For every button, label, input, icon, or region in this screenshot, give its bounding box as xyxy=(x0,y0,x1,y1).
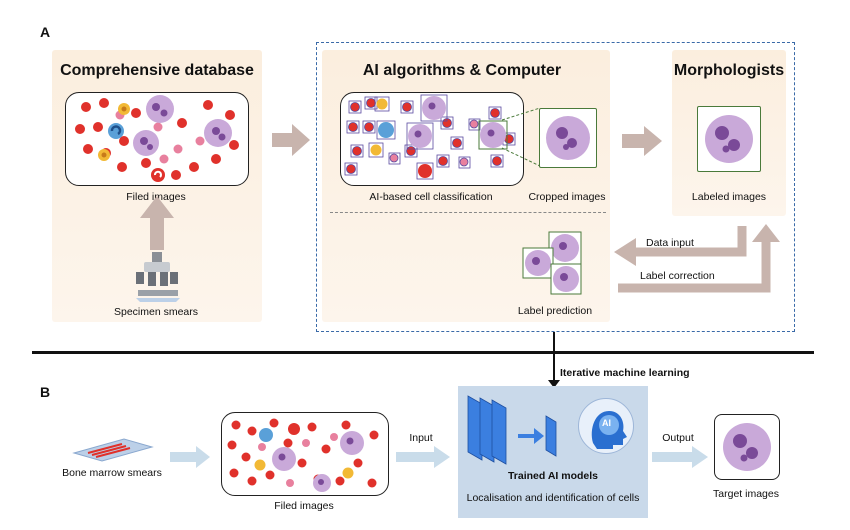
morph-title: Morphologists xyxy=(673,62,785,79)
output-caption: Output xyxy=(662,432,694,444)
panel-label-b: B xyxy=(40,384,51,400)
ai-classification-caption: AI-based cell classification xyxy=(369,191,493,203)
specimen-smears-caption: Specimen smears xyxy=(113,306,199,318)
bone-marrow-caption: Bone marrow smears xyxy=(62,467,162,479)
b-filed-images xyxy=(221,412,389,496)
label-prediction-cells xyxy=(521,231,585,296)
feedback-arrows xyxy=(614,224,780,293)
iterative-line xyxy=(553,332,555,382)
slide-to-images-arrow xyxy=(170,446,210,468)
cropped-images-caption: Cropped images xyxy=(528,191,606,203)
b-filed-images-caption: Filed images xyxy=(274,500,334,512)
ai-head-icon: AI xyxy=(578,398,634,454)
input-arrow xyxy=(396,446,450,468)
label-prediction-caption: Label prediction xyxy=(517,305,593,317)
input-caption: Input xyxy=(409,432,433,444)
ai-classification-image xyxy=(340,92,524,186)
panel-label-a: A xyxy=(40,24,51,40)
database-title: Comprehensive database xyxy=(60,62,254,79)
ai-inner-separator xyxy=(330,212,606,213)
localisation-caption: Localisation and identification of cells xyxy=(466,492,640,504)
microscope-icon xyxy=(136,252,180,302)
data-input-caption: Data input xyxy=(646,237,694,249)
trained-models-caption: Trained AI models xyxy=(507,470,599,482)
iterative-arrowhead xyxy=(548,380,560,388)
labeled-cell-image xyxy=(697,106,761,172)
output-arrow xyxy=(652,446,708,468)
database-filed-images-caption: Filed images xyxy=(126,191,186,203)
ai-workflow-frame xyxy=(316,42,795,332)
ai-badge-text: AI xyxy=(602,418,611,428)
labeled-images-caption: Labeled images xyxy=(691,191,767,203)
cropped-cell-image xyxy=(539,108,597,168)
database-to-ai-arrow xyxy=(272,124,310,156)
crop-zoom-lines xyxy=(501,107,541,167)
target-image xyxy=(714,414,780,480)
bone-marrow-slide-icon xyxy=(72,438,154,462)
neural-network-icon xyxy=(467,395,557,465)
iterative-caption: Iterative machine learning xyxy=(560,367,690,379)
section-divider xyxy=(32,351,814,354)
ai-title: AI algorithms & Computer xyxy=(362,62,562,79)
database-smear-image xyxy=(65,92,249,186)
ai-to-morph-arrow xyxy=(622,126,662,156)
label-correction-caption: Label correction xyxy=(640,270,715,282)
microscope-up-arrow xyxy=(140,196,174,250)
target-images-caption: Target images xyxy=(713,488,779,500)
